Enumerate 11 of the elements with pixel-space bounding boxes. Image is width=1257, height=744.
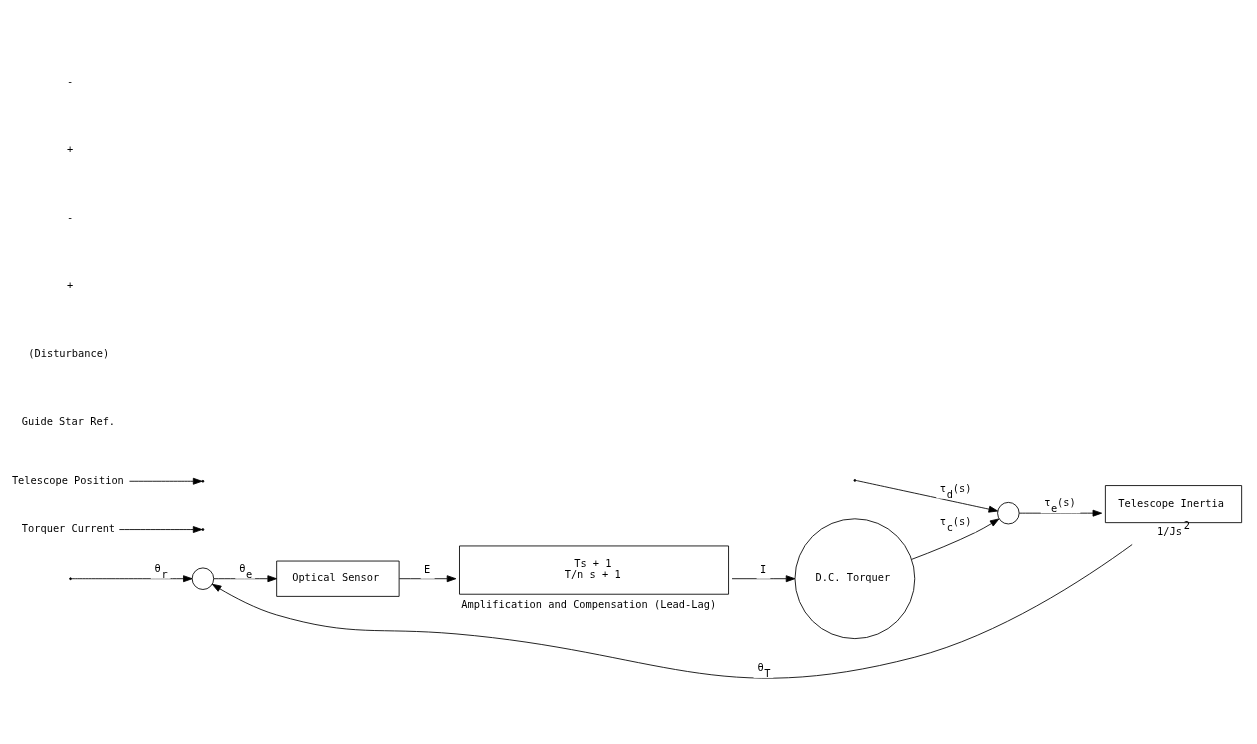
edge-label: I (760, 562, 767, 575)
label: + (67, 278, 74, 291)
node-label: Amplification and Compensation (Lead-Lag) (461, 597, 717, 610)
node-text: Torquer Current (21, 521, 116, 534)
label: - (67, 74, 74, 87)
edge-label: E (424, 562, 431, 575)
label: - (67, 210, 74, 223)
label: Guide Star Ref. (21, 414, 116, 427)
label: + (67, 142, 74, 155)
label: (Disturbance) (28, 346, 110, 359)
node-text: Telescope Position (11, 473, 124, 486)
